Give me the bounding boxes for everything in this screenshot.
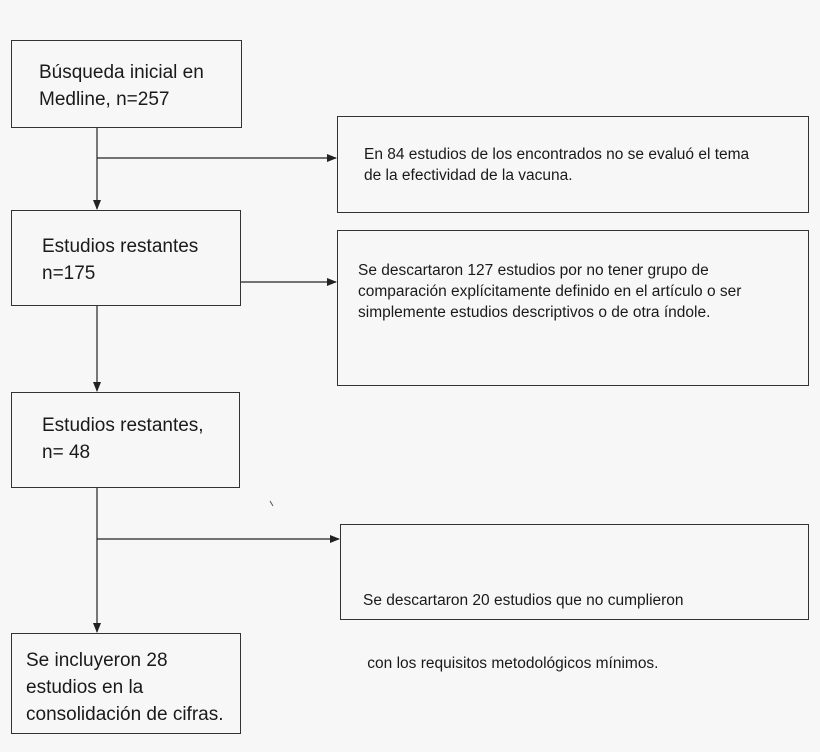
text-line: con los requisitos metodológicos mínimos… xyxy=(363,655,659,672)
stray-mark xyxy=(269,500,274,507)
exclusion-methodology: Se descartaron 20 estudios que no cumpli… xyxy=(340,524,809,672)
exclusion-no-efficacy-text: En 84 estudios de los encontrados no se … xyxy=(364,144,749,186)
text-line: En 84 estudios de los encontrados no se … xyxy=(364,146,750,163)
text-line: Medline, n=257 xyxy=(39,89,170,110)
exclusion-no-comparison-group: Se descartaron 127 estudios por no tener… xyxy=(337,230,809,386)
step-remaining-48-text: Estudios restantes, n= 48 xyxy=(42,412,204,466)
text-line: estudios en la xyxy=(26,677,144,698)
exclusion-no-efficacy: En 84 estudios de los encontrados no se … xyxy=(337,116,809,213)
step-initial-search-text: Búsqueda inicial en Medline, n=257 xyxy=(39,59,204,113)
step-included-28-text: Se incluyeron 28 estudios en la consolid… xyxy=(26,647,224,728)
text-line: Se incluyeron 28 xyxy=(26,650,168,671)
text-line: Estudios restantes, xyxy=(42,415,204,436)
text-line: de la efectividad de la vacuna. xyxy=(364,167,573,184)
text-line: simplemente estudios descriptivos o de o… xyxy=(358,304,711,321)
text-line: consolidación de cifras. xyxy=(26,704,224,725)
exclusion-no-comparison-group-text: Se descartaron 127 estudios por no tener… xyxy=(358,260,741,323)
text-line: Se descartaron 20 estudios que no cumpli… xyxy=(363,592,684,609)
text-line: n=175 xyxy=(42,263,96,284)
text-line: Búsqueda inicial en xyxy=(39,62,204,83)
step-remaining-175: Estudios restantes n=175 xyxy=(11,210,241,306)
text-line: comparación explícitamente definido en e… xyxy=(358,283,742,300)
text-line: n= 48 xyxy=(42,442,91,463)
step-remaining-175-text: Estudios restantes n=175 xyxy=(42,233,198,287)
step-included-28: Se incluyeron 28 estudios en la consolid… xyxy=(11,633,241,734)
step-remaining-48: Estudios restantes, n= 48 xyxy=(11,392,240,488)
step-initial-search: Búsqueda inicial en Medline, n=257 xyxy=(11,40,242,128)
exclusion-methodology-text: Se descartaron 20 estudios que no cumpli… xyxy=(363,548,684,716)
text-line: Se descartaron 127 estudios por no tener… xyxy=(358,262,709,279)
text-line: Estudios restantes xyxy=(42,236,199,257)
